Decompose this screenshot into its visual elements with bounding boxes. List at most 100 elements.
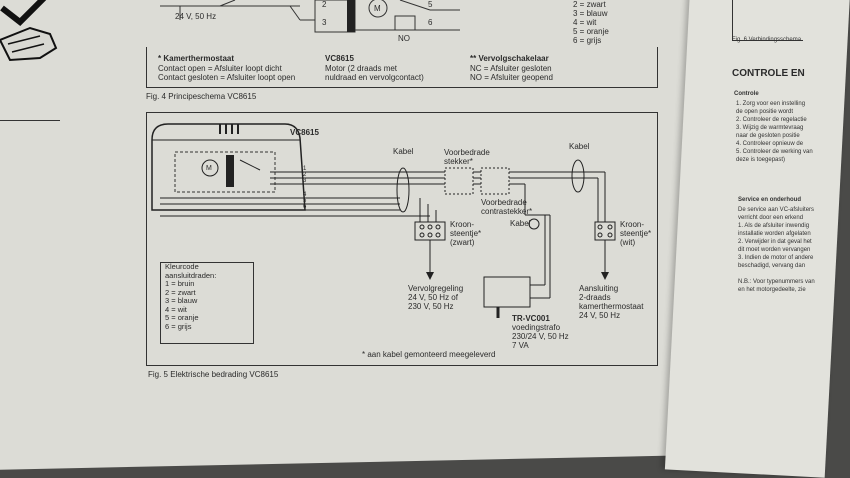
kroon-wit-label: Kroon- steentje* (wit) xyxy=(620,220,651,247)
note-vc-line1: Motor (2 draads met xyxy=(325,64,398,73)
controle-line: naar de gesloten positie xyxy=(736,133,800,139)
service-line: 3. Indien de motor of andere xyxy=(738,255,814,261)
top-color-item: 6 = grijs xyxy=(573,36,602,45)
note-vc-line2: nuldraad en vervolgcontact) xyxy=(325,73,424,82)
fig5-device-label: VC8615 xyxy=(290,128,319,137)
right-page-content: Fig. 6 Verbindingsschema CONTROLE EN Con… xyxy=(700,0,815,450)
trafo-label: TR-VC001 voedingstrafo 230/24 V, 50 Hz 7… xyxy=(512,314,569,350)
fig5-wiring-diagram xyxy=(151,123,616,318)
label-line: kamerthermostaat xyxy=(579,302,644,311)
label-line: 230 V, 50 Hz xyxy=(408,302,454,311)
label-line: Voorbedrade xyxy=(444,148,490,157)
top-color-item: 5 = oranje xyxy=(573,27,609,36)
service-line: N.B.: Voor typenummers van xyxy=(738,279,815,285)
terminal-5: 5 xyxy=(428,0,433,9)
note-vc-title: VC8615 xyxy=(325,54,354,63)
fig4-schematic-fragment xyxy=(160,0,460,33)
service-line: verricht door een erkend xyxy=(738,215,804,221)
voorbedrade-stekker-label: Voorbedrade stekker* xyxy=(444,148,490,166)
label-line: Aansluiting xyxy=(579,284,619,293)
wire-number: 6 xyxy=(303,204,307,210)
trafo-title: TR-VC001 xyxy=(512,314,550,323)
kabel-label-right: Kabel xyxy=(569,142,590,151)
fig5-frame xyxy=(146,112,658,366)
label-line: contrastekker* xyxy=(481,207,533,216)
controle-line: 1. Zorg voor een instelling xyxy=(736,101,806,107)
service-line: en het motorgedeelte, zie xyxy=(738,287,806,293)
label-line: Kroon- xyxy=(620,220,645,229)
label-line: (zwart) xyxy=(450,238,475,247)
legend-item: 5 = oranje xyxy=(165,313,199,322)
service-line: 2. Verwijder in dat geval het xyxy=(738,239,812,245)
hand-illustration-icon xyxy=(0,0,58,62)
label-line: (wit) xyxy=(620,238,636,247)
wire-number-group-left: 1 2 3 4 5 6 xyxy=(303,166,306,210)
vervolgregeling-label: Vervolgregeling 24 V, 50 Hz of 230 V, 50… xyxy=(408,284,463,311)
label-line: 7 VA xyxy=(512,341,529,350)
legend-item: 3 = blauw xyxy=(165,296,198,305)
note-kamer-title: * Kamerthermostaat xyxy=(158,54,235,63)
note-vervolg-line1: NC = Afsluiter gesloten xyxy=(470,64,552,73)
label-line: Kroon- xyxy=(450,220,475,229)
label-line: 2-draads xyxy=(579,293,611,302)
no-label: NO xyxy=(398,34,410,43)
top-color-item: 4 = wit xyxy=(573,18,597,27)
terminal-6: 6 xyxy=(428,18,433,27)
label-line: voedingstrafo xyxy=(512,323,561,332)
supply-label: 24 V, 50 Hz xyxy=(175,12,217,21)
voorbedrade-contrastekker-label: Voorbedrade contrastekker* xyxy=(481,198,532,216)
fig5-motor-symbol: M xyxy=(206,165,212,172)
controle-line: 3. Wijzig de warmtevraag xyxy=(736,125,804,131)
fig4-frame xyxy=(146,47,658,88)
controle-line: 2. Controleer de regelactie xyxy=(736,117,807,123)
fig5-footnote: * aan kabel gemonteerd meegeleverd xyxy=(362,350,496,359)
note-vervolg-title: ** Vervolgschakelaar xyxy=(470,54,549,63)
service-line: 1. Als de afsluiter inwendig xyxy=(738,223,810,229)
label-line: 230/24 V, 50 Hz xyxy=(512,332,569,341)
wire-number: 1 xyxy=(303,166,307,172)
note-vervolg-line2: NO = Afsluiter geopend xyxy=(470,73,553,82)
label-line: steentje* xyxy=(450,229,482,238)
controle-line: 4. Controleer opnieuw de xyxy=(736,141,804,147)
terminal-3: 3 xyxy=(322,18,327,27)
label-line: Vervolgregeling xyxy=(408,284,464,293)
service-list: De service aan VC-afsluiters verricht do… xyxy=(738,206,815,294)
service-title: Service en onderhoud xyxy=(738,197,802,203)
legend-title: aansluitdraden: xyxy=(165,270,217,280)
label-line: steentje* xyxy=(620,229,652,238)
note-kamer-line2: Contact gesloten = Afsluiter loopt open xyxy=(158,73,296,82)
color-code-legend: Kleurcode aansluitdraden: 1 = bruin 2 = … xyxy=(160,262,254,344)
controle-list: 1. Zorg voor een instelling de open posi… xyxy=(736,100,813,164)
kabel-label-trafo: Kabel xyxy=(510,219,531,228)
controle-line: de open positie wordt xyxy=(736,109,794,115)
legend-item: 6 = grijs xyxy=(165,321,192,331)
motor-symbol-top: M xyxy=(374,4,381,13)
top-color-list: 2 = zwart 3 = blauw 4 = wit 5 = oranje 6… xyxy=(573,0,609,45)
service-line: installatie worden afgelaten xyxy=(738,231,811,237)
legend-item: 1 = bruin xyxy=(165,279,195,288)
wire-number: 3 xyxy=(303,178,307,184)
right-fig-frame xyxy=(732,0,803,41)
note-kamer-line1: Contact open = Afsluiter loopt dicht xyxy=(158,64,282,73)
fig5-caption: Fig. 5 Elektrische bedrading VC8615 xyxy=(148,370,279,379)
kabel-label-left: Kabel xyxy=(393,147,414,156)
wire-number: 5 xyxy=(303,198,307,204)
label-line: 24 V, 50 Hz of xyxy=(408,293,458,302)
service-line: De service aan VC-afsluiters xyxy=(738,207,815,213)
fig4-caption: Fig. 4 Principeschema VC8615 xyxy=(146,92,257,101)
legend-item: 4 = wit xyxy=(165,304,187,314)
wire-number: 2 xyxy=(303,172,307,178)
legend-title: Kleurcode xyxy=(165,262,199,271)
service-line: dit moet worden vervangen xyxy=(738,247,811,253)
label-line: 24 V, 50 Hz xyxy=(579,311,621,320)
right-fig-caption: Fig. 6 Verbindingsschema xyxy=(732,37,802,43)
controle-title: Controle xyxy=(734,91,759,97)
service-line: beschadigd, vervang dan xyxy=(738,263,806,269)
label-line: Voorbedrade xyxy=(481,198,527,207)
kroon-zwart-label: Kroon- steentje* (zwart) xyxy=(450,220,481,247)
top-color-item: 3 = blauw xyxy=(573,9,608,18)
top-color-item: 2 = zwart xyxy=(573,0,606,9)
right-heading: CONTROLE EN xyxy=(732,68,805,79)
controle-line: 5. Controleer de werking van xyxy=(736,149,813,155)
wire-number: 4 xyxy=(303,192,307,198)
